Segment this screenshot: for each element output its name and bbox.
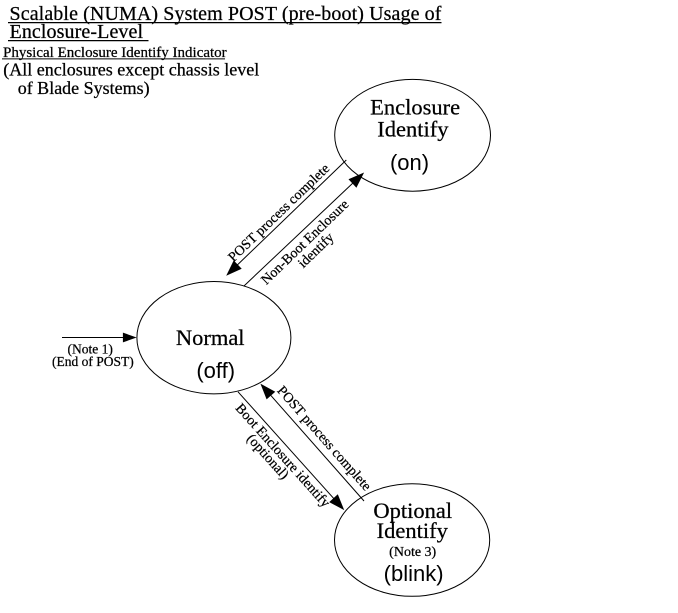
svg-text:of Blade Systems): of Blade Systems) [18, 78, 150, 99]
svg-text:Normal: Normal [176, 325, 245, 350]
svg-text:(blink): (blink) [384, 561, 444, 586]
svg-text:Enclosure-Level: Enclosure-Level [10, 21, 144, 43]
svg-text:Identify: Identify [377, 518, 449, 543]
svg-text:Identify: Identify [377, 117, 449, 142]
svg-text:(End of POST): (End of POST) [52, 354, 134, 369]
svg-text:(All enclosures except chassis: (All enclosures except chassis level [3, 60, 259, 81]
svg-text:Optional: Optional [373, 498, 452, 523]
svg-text:(off): (off) [196, 358, 235, 383]
svg-text:(Note 3): (Note 3) [389, 545, 436, 560]
svg-text:Scalable (NUMA) System POST (p: Scalable (NUMA) System POST (pre-boot) U… [10, 3, 442, 25]
svg-text:Physical Enclosure Identify In: Physical Enclosure Identify Indicator [3, 45, 227, 61]
svg-text:(on): (on) [390, 150, 429, 175]
svg-text:(Note 1): (Note 1) [68, 342, 113, 357]
svg-text:Enclosure: Enclosure [370, 95, 460, 120]
